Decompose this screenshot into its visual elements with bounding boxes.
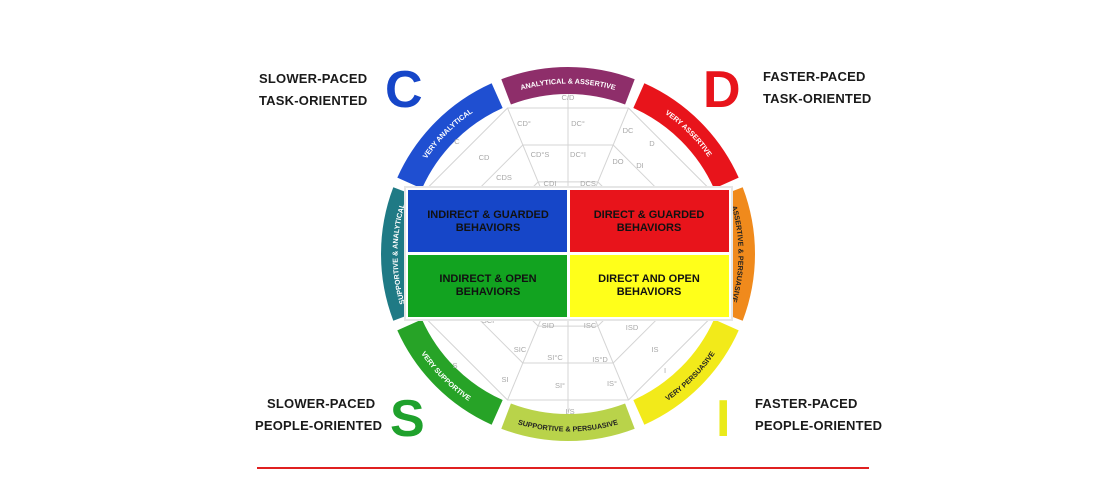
style-label: DC°I [570,150,586,159]
style-label: DI [636,161,644,170]
style-label: IS° [607,379,617,388]
bottom-left-line1: SLOWER-PACED [267,396,376,411]
style-label: CDI [544,179,557,188]
quadrant-top-left-text: INDIRECT & GUARDED BEHAVIORS [410,192,566,252]
style-label: IS [651,345,658,354]
style-label: CD°S [531,150,550,159]
behavior-quadrants [404,186,733,321]
top-right-line2: TASK-ORIENTED [763,91,872,106]
quadrant-bottom-right-text: DIRECT AND OPEN BEHAVIORS [571,256,727,316]
style-label: C/D [562,93,576,102]
style-label: DC [623,126,634,135]
style-label: DO [612,157,623,166]
bottom-right-line1: FASTER-PACED [755,396,858,411]
bottom-left-caption: SLOWER-PACED PEOPLE-ORIENTED [255,393,382,437]
style-label: SIC [514,345,527,354]
style-label: SID [542,321,555,330]
top-left-line1: SLOWER-PACED [259,71,368,86]
style-label: I [664,366,666,375]
ring-segment [501,67,635,105]
quadrant-frame [404,186,733,321]
top-left-line2: TASK-ORIENTED [259,93,368,108]
quadrant-bottom-right [568,253,731,319]
style-label: SI [501,375,508,384]
ring-segment [633,83,739,189]
ring-segment [397,319,503,425]
ring-segment [501,403,635,441]
ring-segment [397,83,503,189]
footer-divider [257,467,869,469]
bottom-right-caption: FASTER-PACED PEOPLE-ORIENTED [755,393,882,437]
letter-s: S [390,390,425,448]
bottom-left-line2: PEOPLE-ORIENTED [255,418,383,433]
bottom-right-line2: PEOPLE-ORIENTED [755,418,883,433]
style-label: ISD [626,323,639,332]
letter-d: D [703,61,741,119]
style-label: CD [479,153,490,162]
style-label: CD° [517,119,531,128]
quadrant-top-right-text: DIRECT & GUARDED BEHAVIORS [571,192,727,252]
style-label: IS°D [592,355,608,364]
top-right-line1: FASTER-PACED [763,69,866,84]
style-label: DC° [571,119,585,128]
style-label: C [454,137,460,146]
quadrant-top-left-line1: INDIRECT & GUARDED [427,209,549,221]
style-label: CDS [496,173,512,182]
quadrant-bottom-right-line1: DIRECT AND OPEN [598,273,700,285]
quadrant-bottom-left-line1: INDIRECT & OPEN [439,273,537,285]
style-label: SI° [555,381,565,390]
quadrant-top-right-line1: DIRECT & GUARDED [593,209,705,221]
top-right-caption: FASTER-PACED TASK-ORIENTED [763,66,872,110]
quadrant-top-right [568,188,731,254]
style-label: S [452,361,457,370]
style-label: D [649,139,655,148]
quadrant-bottom-left-text: INDIRECT & OPEN BEHAVIORS [410,256,566,316]
style-label: DCS [580,179,596,188]
top-left-caption: SLOWER-PACED TASK-ORIENTED [259,68,368,112]
quadrant-bottom-left [406,253,569,319]
quadrant-bottom-right-line2: BEHAVIORS [616,286,682,298]
style-label: SI°C [547,353,563,362]
quadrant-top-left-line2: BEHAVIORS [455,222,521,234]
ring-segment [633,319,739,425]
style-label: ISC [584,321,597,330]
style-label: I/S [565,407,574,416]
quadrant-top-right-line2: BEHAVIORS [616,222,682,234]
letter-i: I [716,390,731,448]
letter-c: C [385,61,423,119]
quadrant-bottom-left-line2: BEHAVIORS [455,286,521,298]
